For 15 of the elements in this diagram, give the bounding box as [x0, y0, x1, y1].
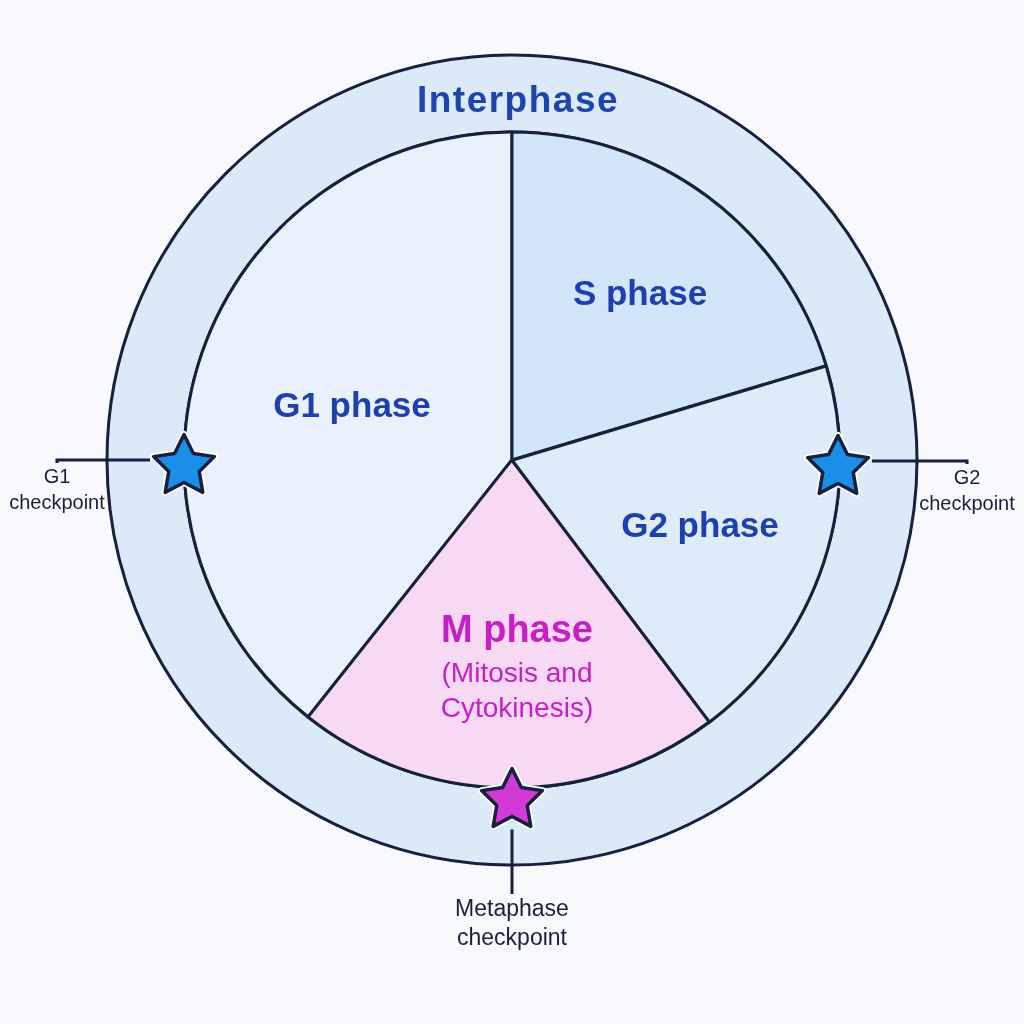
phase-label: G1 phase	[273, 384, 431, 426]
checkpoint-label: Metaphase checkpoint	[442, 894, 582, 952]
star-icon	[150, 430, 218, 496]
phase-label: M phase	[440, 608, 593, 652]
leader-line	[55, 458, 150, 463]
phase-label: S phase	[572, 272, 708, 314]
checkpoint-label: G2 checkpoint	[914, 464, 1020, 516]
ring-title: Interphase	[416, 79, 620, 121]
leader-line	[510, 829, 514, 894]
leader-line	[872, 459, 969, 464]
star-icon	[478, 764, 546, 830]
phase-description: (Mitosis and Cytokinesis)	[439, 656, 595, 725]
phase-label: G2 phase	[621, 504, 779, 546]
checkpoint-label: G1 checkpoint	[5, 463, 109, 515]
star-icon	[804, 431, 872, 497]
